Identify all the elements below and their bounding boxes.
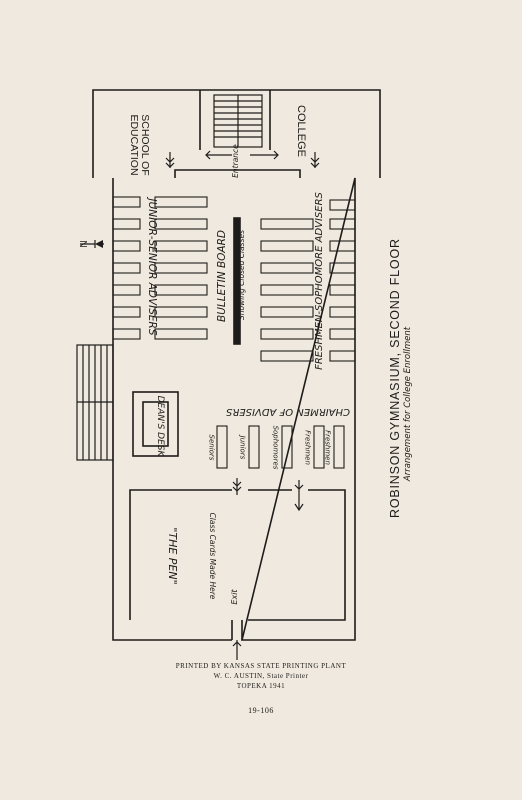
deans-desk-label: DEAN'S DESK [155, 395, 165, 457]
stairs-top [213, 94, 263, 148]
college-label: COLLEGE [295, 105, 307, 157]
printer-line-2: W. C. AUSTIN, State Printer [213, 672, 309, 680]
chairmen-table-label: Sophomores [271, 425, 280, 470]
entrance-label: Entrance [231, 144, 240, 178]
deans-desk-inner [142, 401, 169, 447]
page-number: 19-106 [248, 706, 274, 715]
freshmen-sophomore-advisers-label: FRESHMEN-SOPHOMORE ADVISERS [314, 192, 325, 370]
freshmen-sophomore-tables [260, 199, 356, 362]
pen-enclosure [129, 489, 346, 621]
top-annex-wall [92, 89, 381, 178]
chairmen-tables [216, 425, 345, 469]
printer-line-1: PRINTED BY KANSAS STATE PRINTING PLANT [175, 662, 347, 670]
stairs-left [76, 344, 114, 461]
junior-senior-tables [112, 196, 208, 340]
entrance-partition [174, 169, 301, 178]
school-of-education-label: SCHOOL OF EDUCATION [128, 114, 152, 176]
plan-subtitle: Arrangement for College Enrollment [403, 326, 413, 482]
junior-senior-advisers-label: JUNIOR-SENIOR ADVISERS [146, 198, 158, 336]
chairmen-table-label: Freshmen [323, 430, 332, 465]
north-label: N [77, 240, 88, 248]
chairmen-table-label: Seniors [207, 434, 216, 461]
printer-line-3: TOPEKA 1941 [236, 682, 286, 690]
flow-arrows [80, 150, 320, 660]
chairmen-table-label: Freshmen [303, 430, 312, 465]
the-pen-label: "THE PEN" [166, 527, 179, 585]
north-arrow [95, 240, 103, 248]
bulletin-board-label: BULLETIN BOARD [216, 230, 228, 322]
deans-desk-outer [132, 391, 179, 457]
bulletin-board-note: Showing Closed Classes [237, 229, 246, 321]
the-pen-note: Class Cards Made Here [208, 512, 217, 600]
chairmen-of-advisers-label: CHAIRMEN OF ADVISERS [226, 406, 350, 417]
exit-label: Exit [230, 589, 239, 605]
bulletin-board [233, 217, 241, 345]
chairmen-table-label: Juniors [238, 435, 247, 460]
exit-opening [231, 620, 243, 640]
